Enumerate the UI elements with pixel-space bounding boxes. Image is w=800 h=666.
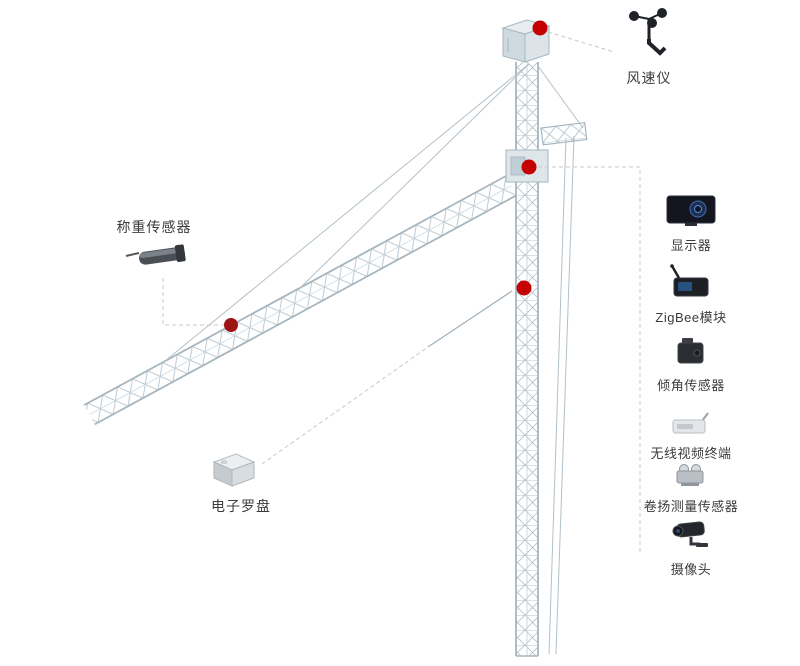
sensor-list-label-zigbee: ZigBee模块 [655,310,727,325]
connector-anemometer [547,31,615,53]
sensor-list-item-display: 显示器 [636,194,746,254]
zigbee-module-icon [670,264,709,297]
wireless-video-terminal-icon [672,412,709,434]
sensor-list-item-tilt: 倾角传感器 [636,336,746,394]
load-sensor-label: 称重传感器 [116,219,192,235]
crane-mast [515,62,539,657]
sensor-list-label-display: 显示器 [670,238,712,253]
crane-hoist-ropes [548,135,575,655]
marker-jib-junction [521,159,537,175]
sensor-list-label-camera: 摄像头 [670,562,712,577]
marker-mast-middle [516,280,532,296]
sensor-list-item-camera: 摄像头 [636,518,746,578]
sensor-list-item-video-terminal: 无线视频终端 [636,412,746,462]
load-pin-sensor-icon [125,244,186,265]
sensor-list-label-video-terminal: 无线视频终端 [650,446,732,461]
sensor-list-item-hoist: 卷扬测量传感器 [636,462,746,515]
compass-box-icon [212,453,256,487]
monitor-icon [666,195,716,226]
anemometer-icon [629,8,667,56]
marker-jib-load [224,318,238,332]
anemometer-label: 风速仪 [626,70,672,86]
sensor-list-item-zigbee: ZigBee模块 [636,264,746,326]
tilt-sensor-icon [677,338,704,364]
connector-load-sensor [162,278,224,326]
crane-cab [501,19,551,63]
crane-counter-jib [540,121,588,146]
camera-icon [672,521,708,547]
sensor-list-label-tilt: 倾角传感器 [657,378,725,393]
sensor-list-label-hoist: 卷扬测量传感器 [643,499,739,514]
crane-pendant-lines [164,63,584,362]
connector-sensor-list-spine [538,166,641,552]
callout-connectors [162,31,641,552]
connector-compass [261,346,429,465]
crane-tie-rod [427,290,513,348]
hoist-measurement-sensor-icon [676,464,704,486]
compass-label: 电子罗盘 [211,498,271,514]
crane-jib [83,175,517,426]
crane-slewing-unit [505,149,549,183]
marker-anemometer [532,20,548,36]
